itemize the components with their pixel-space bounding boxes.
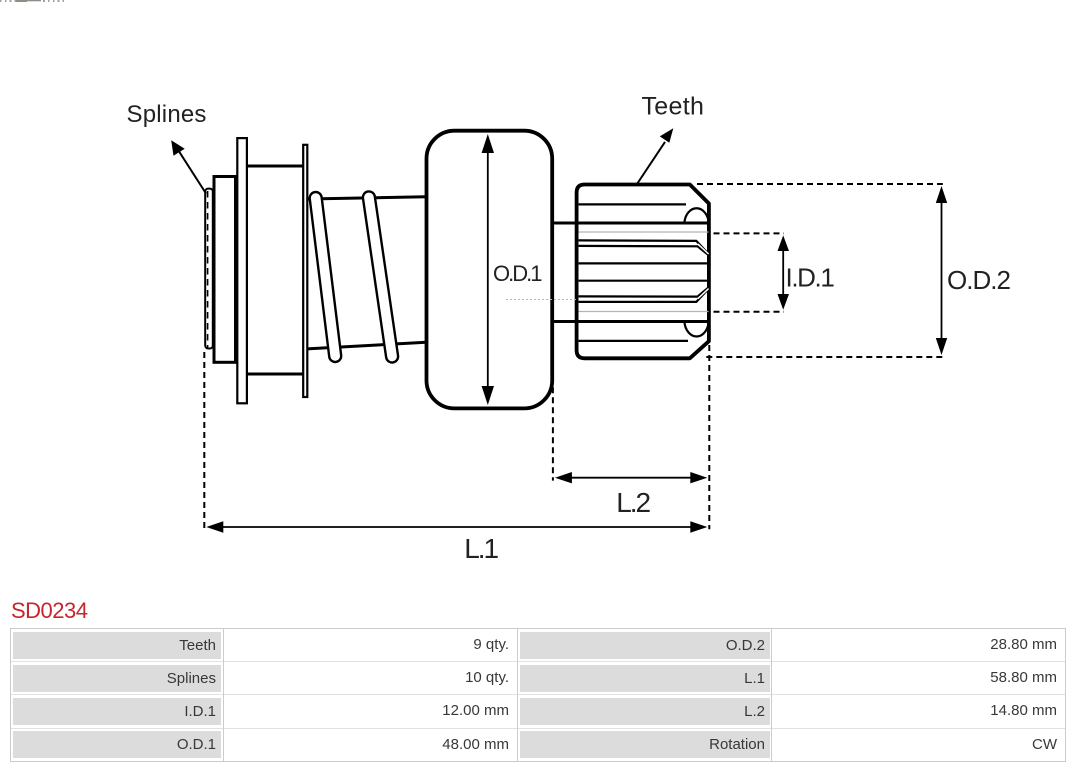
svg-text:Splines: Splines	[127, 101, 207, 128]
svg-text:O.D.2: O.D.2	[947, 265, 1010, 295]
svg-text:L.1: L.1	[464, 533, 498, 564]
svg-text:O.D.1: O.D.1	[493, 261, 542, 286]
svg-text:I.D.1: I.D.1	[786, 263, 835, 293]
svg-text:Teeth: Teeth	[642, 92, 705, 120]
svg-text:L.2: L.2	[616, 487, 650, 518]
